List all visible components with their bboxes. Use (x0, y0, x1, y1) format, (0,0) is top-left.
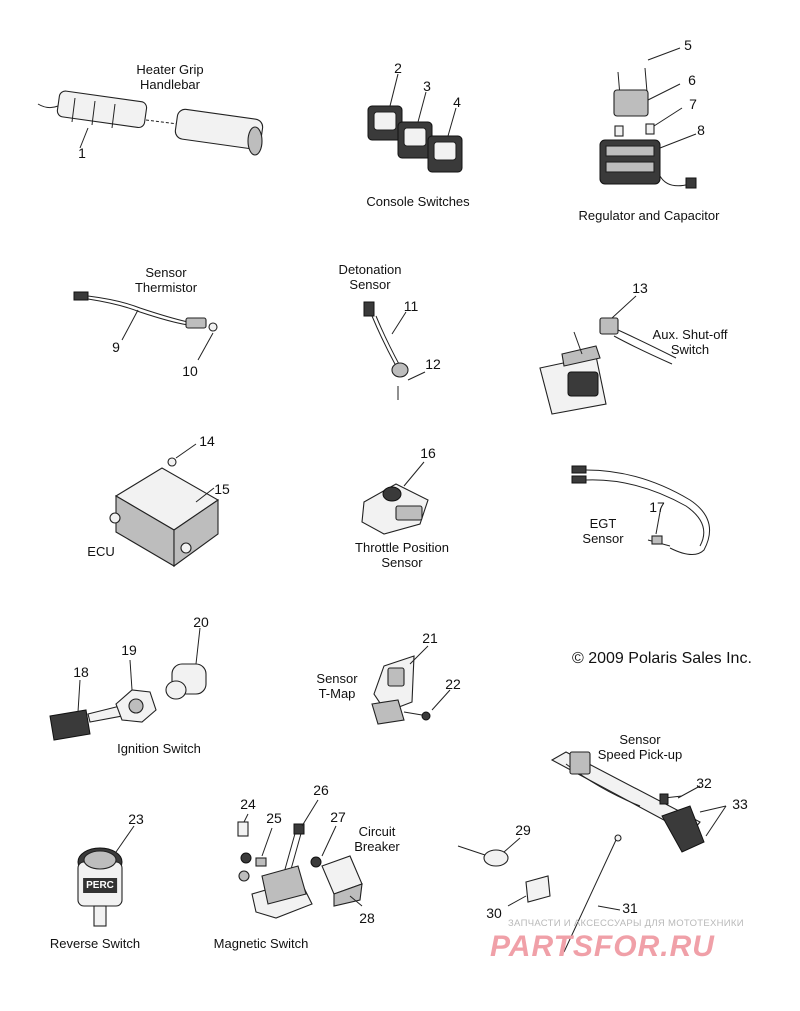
part-number: 29 (515, 822, 531, 838)
circuit-breaker-part (310, 825, 363, 907)
sensor-thermistor-label: Sensor Thermistor (134, 265, 198, 295)
detonation-sensor-part (363, 301, 426, 400)
reverse-switch-label: Reverse Switch (49, 936, 141, 951)
throttle-position-label: Throttle Position Sensor (355, 540, 449, 570)
part-number: 21 (422, 630, 438, 646)
part-number: 19 (121, 642, 137, 658)
regulator-capacitor-part (599, 47, 697, 189)
sensor-thermistor-part (73, 291, 218, 361)
perc-text: PERC (83, 878, 117, 893)
part-number: 12 (425, 356, 441, 372)
heater-grip-part (37, 90, 264, 156)
console-switches-part (367, 73, 463, 173)
console-switches-label: Console Switches (366, 194, 470, 209)
part-number: 4 (453, 94, 461, 110)
part-number: 13 (632, 280, 648, 296)
part-number: 23 (128, 811, 144, 827)
regulator-capacitor-label: Regulator and Capacitor (578, 208, 720, 223)
speed-sensor-bracket-part (457, 834, 622, 953)
part-number: 25 (266, 810, 282, 826)
part-number: 6 (688, 72, 696, 88)
part-number: 8 (697, 122, 705, 138)
sensor-tmap-label: Sensor T-Map (316, 671, 358, 701)
speed-pickup-label: Sensor Speed Pick-up (597, 732, 683, 762)
part-number: 31 (622, 900, 638, 916)
aux-shutoff-switch-part (539, 295, 677, 415)
part-number: 33 (732, 796, 748, 812)
magnetic-switch-label: Magnetic Switch (213, 936, 309, 951)
part-number: 24 (240, 796, 256, 812)
part-number: 9 (112, 339, 120, 355)
part-number: 1 (78, 145, 86, 161)
part-number: 22 (445, 676, 461, 692)
reverse-switch-part (77, 825, 135, 927)
part-number: 30 (486, 905, 502, 921)
part-number: 2 (394, 60, 402, 76)
part-number: 3 (423, 78, 431, 94)
heater-grip-label: Heater Grip Handlebar (136, 62, 204, 92)
part-number: 20 (193, 614, 209, 630)
part-number: 10 (182, 363, 198, 379)
watermark-caption: ЗАПЧАСТИ И АКСЕССУАРЫ ДЛЯ МОТОТЕХНИКИ (508, 918, 744, 929)
watermark-brand: PARTSFOR.RU (490, 930, 715, 963)
ignition-switch-part (49, 627, 207, 741)
speed-pickup-sensor-part (550, 751, 727, 853)
part-number: 16 (420, 445, 436, 461)
aux-shutoff-label: Aux. Shut-off Switch (652, 327, 728, 357)
part-number: 5 (684, 37, 692, 53)
egt-sensor-part (571, 465, 711, 555)
egt-sensor-label: EGT Sensor (582, 516, 624, 546)
part-number: 7 (689, 96, 697, 112)
detonation-sensor-label: Detonation Sensor (338, 262, 402, 292)
part-number: 26 (313, 782, 329, 798)
magnetic-switch-part (237, 799, 319, 919)
circuit-breaker-label: Circuit Breaker (354, 824, 400, 854)
part-number: 18 (73, 664, 89, 680)
part-number: 32 (696, 775, 712, 791)
ecu-part (109, 443, 220, 568)
copyright-text: © 2009 Polaris Sales Inc. (572, 650, 752, 667)
sensor-tmap-part (371, 645, 451, 725)
part-number: 28 (359, 910, 375, 926)
ecu-label: ECU (87, 544, 115, 559)
part-number: 27 (330, 809, 346, 825)
part-number: 11 (403, 298, 419, 314)
ignition-switch-label: Ignition Switch (117, 741, 201, 756)
part-number: 17 (649, 499, 665, 515)
throttle-position-sensor-part (361, 461, 429, 535)
part-number: 15 (214, 481, 230, 497)
part-number: 14 (199, 433, 215, 449)
